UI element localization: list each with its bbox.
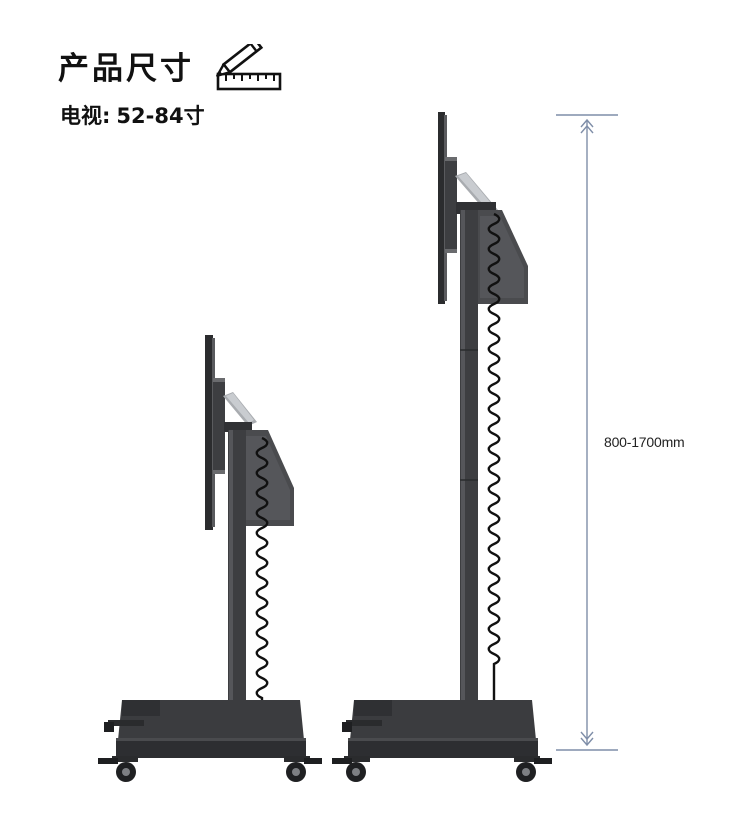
coiled-cable-right — [487, 212, 501, 724]
tv-size-separator: : — [102, 104, 111, 128]
base-plate-right — [350, 700, 536, 740]
stand-lowered — [98, 335, 322, 782]
title-row: 产品尺寸 — [58, 44, 284, 94]
caster-left-rear — [284, 756, 322, 782]
caster-right-front — [332, 756, 370, 782]
caster-right-rear — [514, 756, 552, 782]
pencil-ruler-icon — [216, 44, 282, 91]
height-range-label: 800-1700mm — [604, 434, 685, 450]
caster-left-front — [98, 756, 138, 782]
stand-raised — [332, 112, 552, 782]
page-title: 产品尺寸 — [58, 50, 194, 87]
tv-panel-right — [438, 112, 445, 304]
tv-panel-left — [205, 335, 213, 530]
base-plate-left — [118, 700, 304, 740]
tv-size-value: 52-84寸 — [116, 104, 205, 128]
tv-size-spec: 电视:52-84寸 — [60, 104, 205, 129]
coiled-cable-left — [255, 436, 269, 720]
height-dimension — [556, 114, 618, 751]
tv-size-label: 电视 — [60, 104, 102, 128]
